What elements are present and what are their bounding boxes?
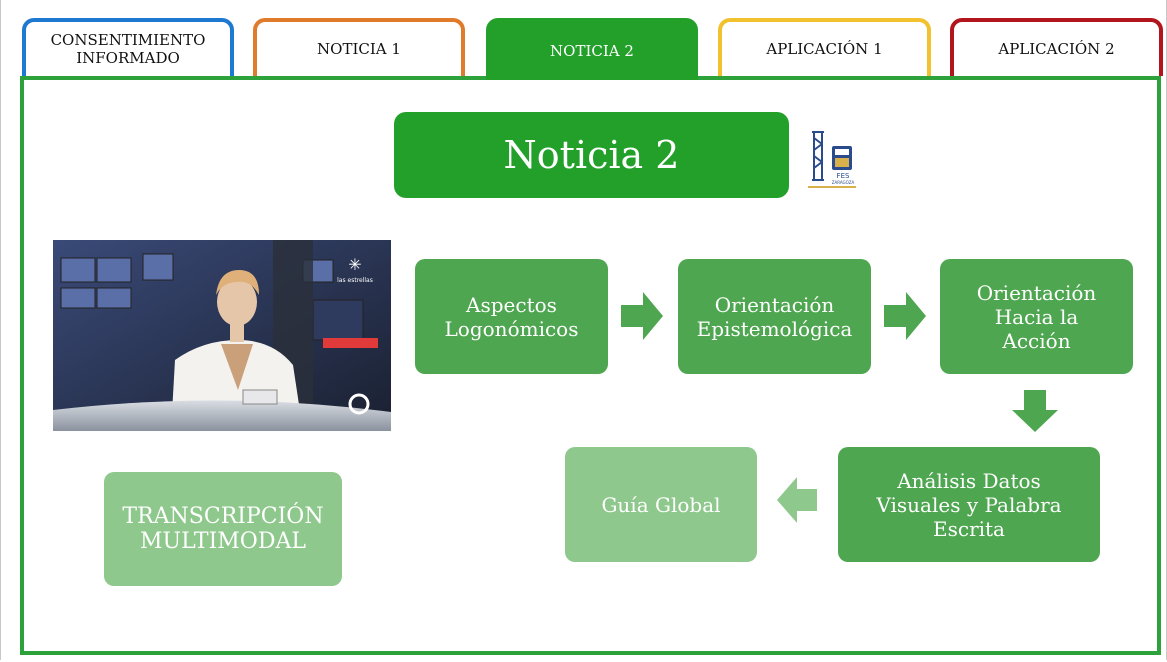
flow-step-2-label: Orientación Epistemológica <box>696 292 853 341</box>
flow-step-aspectos-logonomicos[interactable]: Aspectos Logonómicos <box>415 259 608 374</box>
tab-aplicacion-2[interactable]: APLICACIÓN 2 <box>950 18 1163 76</box>
tab-consentimiento-informado[interactable]: CONSENTIMIENTO INFORMADO <box>22 18 234 76</box>
arrow-down-icon <box>1012 390 1058 432</box>
page-title-text: Noticia 2 <box>503 133 680 177</box>
flow-step-4-label: Análisis Datos Visuales y Palabra Escrit… <box>876 468 1062 541</box>
news-anchor-image: ✳ las estrellas <box>53 240 391 431</box>
flow-step-3-label: Orientación Hacia la Acción <box>976 280 1097 353</box>
svg-text:✳: ✳ <box>348 255 361 274</box>
flow-step-1-label: Aspectos Logonómicos <box>444 292 579 341</box>
channel-logo-text: las estrellas <box>337 277 373 284</box>
tab-noticia-2[interactable]: NOTICIA 2 <box>486 18 698 80</box>
flow-step-guia-global[interactable]: Guía Global <box>565 447 757 562</box>
tab-aplicacion-1[interactable]: APLICACIÓN 1 <box>718 18 931 76</box>
tab-noticia-1-label: NOTICIA 1 <box>317 40 401 58</box>
news-video-thumbnail[interactable]: ✳ las estrellas <box>53 240 391 431</box>
arrow-right-icon <box>884 292 926 340</box>
flow-step-orientacion-hacia-la-accion[interactable]: Orientación Hacia la Acción <box>940 259 1133 374</box>
page-title: Noticia 2 <box>394 112 789 198</box>
tab-aplicacion-2-label: APLICACIÓN 2 <box>998 40 1115 58</box>
tab-consent-line2: INFORMADO <box>76 49 180 67</box>
flow-step-analisis-datos[interactable]: Análisis Datos Visuales y Palabra Escrit… <box>838 447 1100 562</box>
tab-noticia-2-label: NOTICIA 2 <box>550 42 634 60</box>
transcripcion-multimodal-button[interactable]: TRANSCRIPCIÓN MULTIMODAL <box>104 472 342 586</box>
flow-step-5-label: Guía Global <box>601 492 721 517</box>
tab-noticia-1[interactable]: NOTICIA 1 <box>253 18 465 76</box>
flow-step-orientacion-epistemologica[interactable]: Orientación Epistemológica <box>678 259 871 374</box>
tab-consent-line1: CONSENTIMIENTO <box>50 31 206 49</box>
arrow-left-icon <box>777 477 817 523</box>
arrow-right-icon <box>621 292 663 340</box>
logo-subtext: ZARAGOZA <box>832 180 855 185</box>
fes-zaragoza-logo: FES ZARAGOZA <box>808 131 856 188</box>
logo-text: FES <box>837 172 850 180</box>
tab-aplicacion-1-label: APLICACIÓN 1 <box>766 40 883 58</box>
transcripcion-multimodal-label: TRANSCRIPCIÓN MULTIMODAL <box>122 504 324 554</box>
